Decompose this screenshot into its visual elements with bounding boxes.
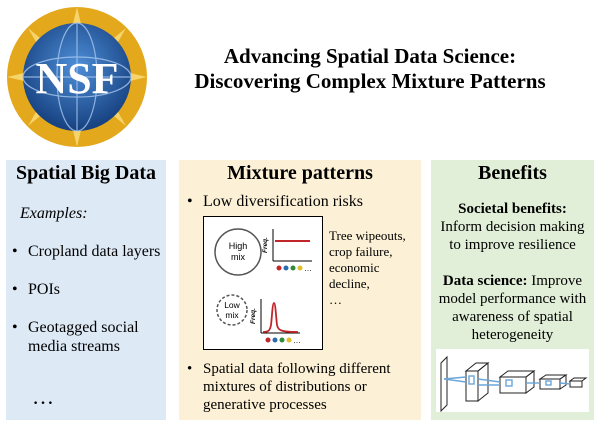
data-sources-list: Cropland data layers POIs Geotagged soci… <box>8 242 164 356</box>
mixture-patterns-panel: Mixture patterns Low diversification ris… <box>179 160 421 420</box>
high-label-line2: mix <box>231 252 245 262</box>
chart-ellipsis-high: … <box>304 264 312 273</box>
risk-ellipsis: … <box>329 292 342 307</box>
list-item-social-media: Geotagged social media streams <box>8 318 164 356</box>
data-science-label: Data science: <box>442 273 528 289</box>
list-item-pois: POIs <box>8 280 164 299</box>
spatial-big-data-heading: Spatial Big Data <box>15 162 157 184</box>
examples-label: Examples: <box>20 205 88 222</box>
network-diagram <box>436 349 589 413</box>
bullet-spatial-mixtures: Spatial data following different mixture… <box>183 360 417 414</box>
peaked-distribution-line <box>262 302 299 333</box>
societal-benefits-text: Inform decision making to improve resili… <box>440 219 585 253</box>
page-title: Advancing Spatial Data Science: Discover… <box>150 44 590 94</box>
benefits-heading: Benefits <box>478 162 547 184</box>
list-item-cropland: Cropland data layers <box>8 242 164 261</box>
spatial-big-data-panel: Spatial Big Data Examples: Cropland data… <box>6 160 166 420</box>
risk-decline: decline, <box>329 276 370 291</box>
risk-list: Tree wipeouts, crop failure, economic de… <box>329 228 406 308</box>
societal-benefits-label: Societal benefits: <box>458 201 567 217</box>
mixture-schematic: High mix Freq. … Low mix Freq. <box>203 216 323 350</box>
risk-tree: Tree wipeouts, <box>329 228 406 243</box>
data-science-text: Improve model performance with awareness… <box>438 273 587 343</box>
low-mix-circle <box>216 294 248 326</box>
high-label-line1: High <box>229 241 248 251</box>
low-label-line1: Low <box>224 300 240 310</box>
societal-benefits: Societal benefits: Inform decision makin… <box>433 200 592 254</box>
nsf-logo: NSF <box>4 4 150 150</box>
risk-crop: crop failure, <box>329 244 393 259</box>
more-ellipsis: … <box>32 384 56 409</box>
bullet-low-risks: Low diversification risks <box>183 192 419 211</box>
risk-economic: economic <box>329 260 380 275</box>
benefits-panel: Benefits Societal benefits: Inform decis… <box>431 160 594 420</box>
freq-label-low: Freq. <box>250 308 257 324</box>
title-line-2: Discovering Complex Mixture Patterns <box>194 69 546 93</box>
mixture-patterns-heading: Mixture patterns <box>227 162 373 184</box>
data-science-benefits: Data science: Improve model performance … <box>433 272 592 344</box>
chart-ellipsis-low: … <box>293 336 301 345</box>
title-line-1: Advancing Spatial Data Science: <box>223 44 517 68</box>
low-label-line2: mix <box>225 310 239 320</box>
nsf-logo-text: NSF <box>35 54 118 103</box>
high-mix-circle <box>214 228 262 276</box>
freq-label-high: Freq. <box>262 237 269 253</box>
